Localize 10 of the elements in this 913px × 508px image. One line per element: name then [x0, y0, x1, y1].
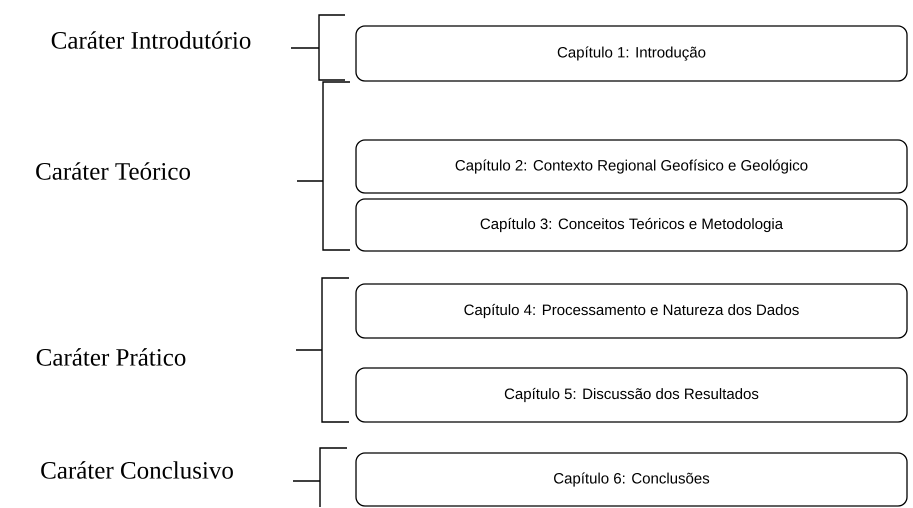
chapter-box: Capítulo 3: Conceitos Teóricos e Metodologia — [355, 198, 908, 252]
category-label: Caráter Conclusivo — [41, 461, 233, 479]
category-label: Caráter Introdutório — [52, 31, 250, 49]
chapter-box: Capítulo 4: Processamento e Natureza dos Dados — [355, 283, 908, 339]
chapter-box: Capítulo 1: Introdução — [355, 25, 908, 82]
chapter-box: Capítulo 6: Conclusões — [355, 452, 908, 507]
chapter-box: Capítulo 5: Discussão dos Resultados — [355, 367, 908, 423]
category-label: Caráter Prático — [36, 348, 186, 366]
category-label: Caráter Teórico — [36, 162, 190, 180]
chapter-box: Capítulo 2: Contexto Regional Geofísico e Geológico — [355, 139, 908, 194]
